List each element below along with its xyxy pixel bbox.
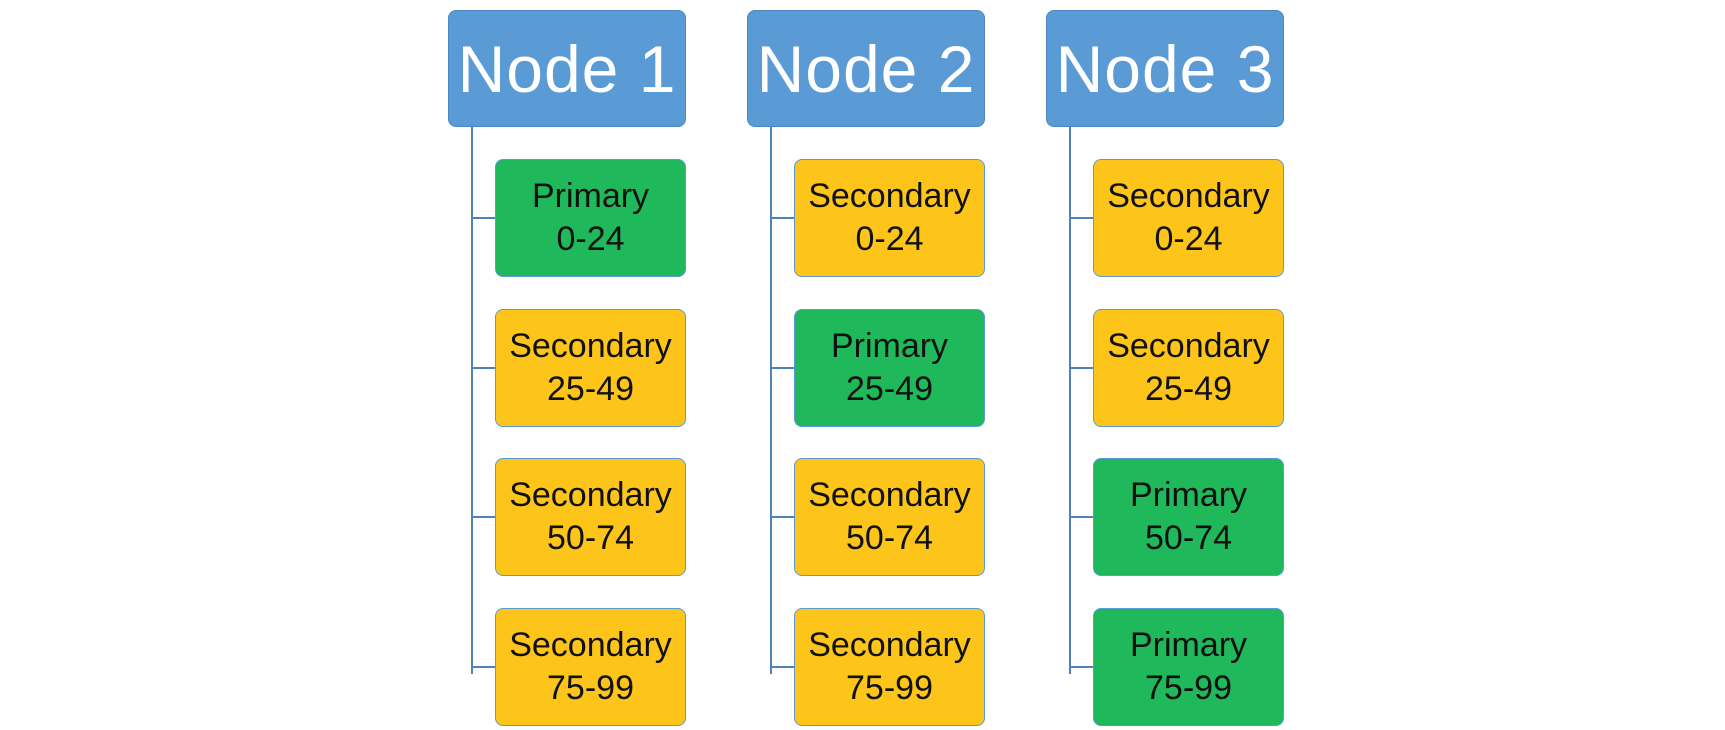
connector-horizontal bbox=[770, 666, 794, 668]
connector-horizontal bbox=[1069, 666, 1093, 668]
shard-box: Secondary 50-74 bbox=[495, 458, 686, 576]
shard-range: 50-74 bbox=[846, 519, 933, 557]
shard-box: Secondary 25-49 bbox=[1093, 309, 1284, 427]
shard-role: Primary bbox=[531, 177, 650, 215]
connector-vertical bbox=[471, 127, 473, 674]
node-column-3: Node 3 Secondary 0-24 Secondary 25-49 Pr… bbox=[1046, 10, 1306, 730]
node-header: Node 3 bbox=[1046, 10, 1284, 127]
shard-role: Primary bbox=[830, 327, 949, 365]
connector-horizontal bbox=[1069, 217, 1093, 219]
shard-range: 50-74 bbox=[547, 519, 634, 557]
shard-role: Primary bbox=[1129, 626, 1248, 664]
connector-horizontal bbox=[1069, 367, 1093, 369]
shard-box: Primary 25-49 bbox=[794, 309, 985, 427]
shard-role: Secondary bbox=[808, 177, 971, 215]
shard-range: 25-49 bbox=[1145, 370, 1232, 408]
shard-range: 75-99 bbox=[547, 669, 634, 707]
connector-horizontal bbox=[471, 666, 495, 668]
shard-role: Secondary bbox=[1107, 177, 1270, 215]
shard-range: 0-24 bbox=[855, 220, 924, 258]
shard-box: Secondary 50-74 bbox=[794, 458, 985, 576]
shard-box: Primary 75-99 bbox=[1093, 608, 1284, 726]
shard-range: 0-24 bbox=[1154, 220, 1223, 258]
shard-range: 75-99 bbox=[1145, 669, 1232, 707]
shard-box: Secondary 25-49 bbox=[495, 309, 686, 427]
shard-range: 25-49 bbox=[547, 370, 634, 408]
shard-role: Secondary bbox=[1107, 327, 1270, 365]
connector-horizontal bbox=[770, 217, 794, 219]
shard-role: Secondary bbox=[509, 476, 672, 514]
connector-vertical bbox=[770, 127, 772, 674]
connector-horizontal bbox=[471, 516, 495, 518]
shard-box: Secondary 0-24 bbox=[1093, 159, 1284, 277]
connector-vertical bbox=[1069, 127, 1071, 674]
shard-range: 0-24 bbox=[556, 220, 625, 258]
node-column-1: Node 1 Primary 0-24 Secondary 25-49 Seco… bbox=[448, 10, 708, 730]
shard-range: 25-49 bbox=[846, 370, 933, 408]
shard-range: 75-99 bbox=[846, 669, 933, 707]
connector-horizontal bbox=[471, 217, 495, 219]
shard-range: 50-74 bbox=[1145, 519, 1232, 557]
shard-box: Primary 50-74 bbox=[1093, 458, 1284, 576]
node-header: Node 2 bbox=[747, 10, 985, 127]
shard-box: Secondary 75-99 bbox=[495, 608, 686, 726]
shard-box: Secondary 0-24 bbox=[794, 159, 985, 277]
connector-horizontal bbox=[1069, 516, 1093, 518]
node-header: Node 1 bbox=[448, 10, 686, 127]
connector-horizontal bbox=[770, 367, 794, 369]
connector-horizontal bbox=[471, 367, 495, 369]
shard-role: Secondary bbox=[808, 476, 971, 514]
shard-box: Secondary 75-99 bbox=[794, 608, 985, 726]
shard-role: Secondary bbox=[509, 626, 672, 664]
shard-role: Secondary bbox=[509, 327, 672, 365]
shard-box: Primary 0-24 bbox=[495, 159, 686, 277]
node-column-2: Node 2 Secondary 0-24 Primary 25-49 Seco… bbox=[747, 10, 1007, 730]
connector-horizontal bbox=[770, 516, 794, 518]
shard-role: Primary bbox=[1129, 476, 1248, 514]
shard-role: Secondary bbox=[808, 626, 971, 664]
